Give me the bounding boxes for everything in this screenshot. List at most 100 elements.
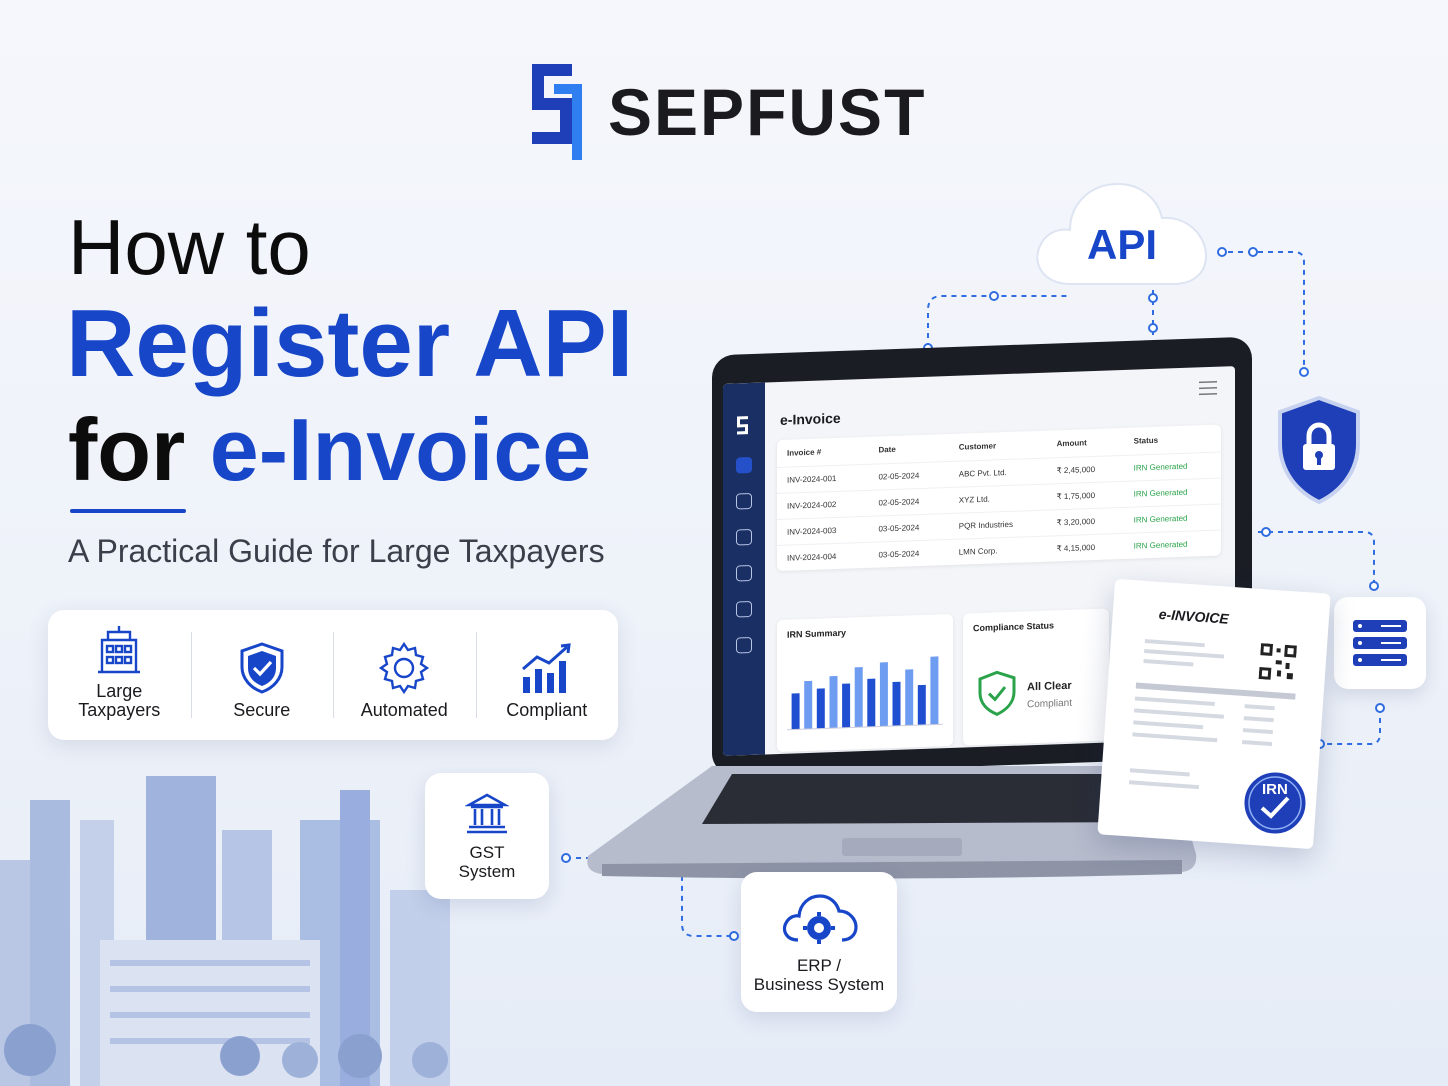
table-cell: INV-2024-004 [777,542,869,572]
compliance-status-panel: Compliance Status All Clear Compliant [963,608,1109,746]
compliance-status-text: All Clear [1027,679,1072,694]
report-icon[interactable] [736,564,752,582]
panel-title: Compliance Status [973,620,1055,634]
table-cell: 03-05-2024 [868,539,949,568]
building-icon [98,626,141,674]
table-cell: LMN Corp. [948,536,1047,566]
headline-line-2: Register API [66,290,634,397]
irn-summary-panel: IRN Summary [777,613,953,753]
e-invoice-app-window: e-Invoice Invoice # Date Customer Amount Sta… [723,366,1235,756]
app-logo-icon [737,416,748,435]
document-title: e-INVOICE [1158,605,1230,627]
table-header-cell: Status [1133,435,1159,446]
api-label: API [1087,221,1158,268]
table-cell: XYZ Ltd. [948,484,1047,514]
document-icon[interactable] [736,492,752,510]
irn-summary-bar [867,678,876,727]
table-cell: 02-05-2024 [868,461,949,491]
headline-line-3: for e-Invoice [68,406,591,494]
irn-seal-icon [1241,769,1309,837]
gst-system-card: GST System [425,773,549,899]
invoice-table: Invoice # Date Customer Amount Status INV-20… [777,424,1221,572]
feature-label: Compliant [506,700,588,720]
feature-strip: Large Taxpayers Secure Automated Complia… [48,610,618,740]
app-sidebar [723,382,765,756]
government-building-icon [465,793,509,834]
city-skyline-illustration [0,776,450,1086]
app-title: e-Invoice [780,409,841,428]
table-cell: IRN Generated [1123,478,1221,508]
growth-chart-icon [521,643,571,693]
headline-line-3-prefix: for [68,400,210,499]
feature-label: Automated [360,700,448,720]
lock-shield-icon [1278,395,1360,505]
table-header-cell: Invoice # [787,447,822,458]
feature-label: Large Taxpayers [78,681,161,720]
table-cell: 02-05-2024 [868,487,949,517]
api-cloud-icon [1036,182,1208,285]
table-cell: ₹ 3,20,000 [1046,507,1124,537]
irn-summary-bar [879,662,888,727]
brand-logo: SEPFUST [528,58,926,166]
irn-summary-bar [930,656,939,725]
gear-icon [379,641,430,695]
shield-check-icon [240,642,284,694]
headline-underline [70,509,186,513]
irn-summary-bar [892,681,901,727]
table-cell: ₹ 1,75,000 [1046,481,1124,511]
table-cell: ₹ 4,15,000 [1046,533,1124,562]
panel-title: IRN Summary [787,627,847,640]
settings-icon[interactable] [736,636,752,654]
irn-summary-bar [854,667,863,728]
sepfust-logo-icon [532,64,582,160]
table-cell: IRN Generated [1123,504,1221,534]
irn-summary-bar-chart [787,656,943,731]
e-invoice-document: e-INVOICE [1097,578,1331,850]
gst-system-label: GST System [458,843,516,881]
feature-secure: Secure [190,610,334,740]
table-cell: INV-2024-001 [777,464,869,494]
table-cell: 03-05-2024 [868,513,949,543]
home-icon[interactable] [736,456,752,474]
irn-summary-bar [917,684,926,726]
headline-line-3-highlight: e-Invoice [209,400,592,499]
brand-name: SEPFUST [608,75,927,149]
irn-summary-bar [816,688,825,729]
irn-summary-bar [829,675,838,729]
table-cell: IRN Generated [1123,530,1221,559]
feature-label: Secure [233,700,291,720]
check-shield-icon [978,670,1016,717]
cloud-gear-icon [782,894,858,944]
irn-summary-bar [791,693,800,730]
invoice-icon[interactable] [736,528,752,546]
feature-large-taxpayers: Large Taxpayers [48,610,191,740]
feature-compliant: Compliant [475,610,619,740]
table-header-cell: Amount [1056,438,1087,449]
server-card [1334,597,1426,689]
menu-icon[interactable] [1199,380,1217,396]
chart-axis [787,723,943,731]
erp-system-card: ERP / Business System [741,872,897,1012]
list-icon[interactable] [736,600,752,618]
qr-code-icon [1258,643,1297,680]
table-header-cell: Date [878,444,896,455]
table-header-cell: Customer [958,441,997,452]
subtitle: A Practical Guide for Large Taxpayers [68,533,605,569]
table-cell: INV-2024-002 [777,490,869,520]
table-cell: INV-2024-003 [777,516,869,546]
server-icon [1353,620,1407,666]
erp-system-label: ERP / Business System [753,956,885,994]
document-text-lines [1128,639,1296,790]
irn-seal-label: IRN [1262,781,1288,798]
table-cell: PQR Industries [948,510,1047,540]
compliance-sub-text: Compliant [1027,697,1073,711]
irn-summary-bar [804,680,813,730]
table-cell: ₹ 2,45,000 [1046,455,1124,485]
table-cell: IRN Generated [1123,452,1221,482]
feature-automated: Automated [333,610,476,740]
irn-summary-bar [842,683,851,728]
table-cell: ABC Pvt. Ltd. [948,458,1047,488]
headline-line-1: How to [68,203,311,291]
irn-summary-bar [905,669,914,726]
